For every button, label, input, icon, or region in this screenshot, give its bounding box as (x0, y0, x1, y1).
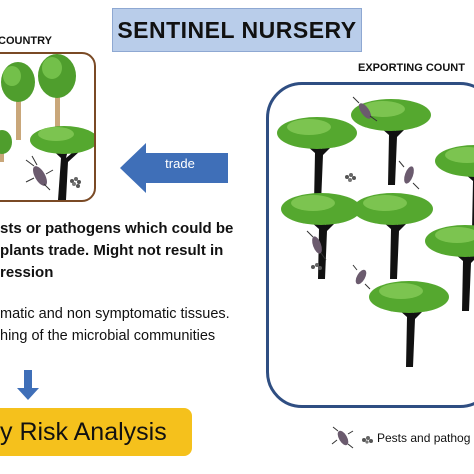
tree-icon (0, 130, 12, 162)
method-text-line-1: matic and non symptomatic tissues. (0, 306, 230, 322)
pathogen-spores-icon (70, 177, 81, 188)
trade-label: trade (165, 156, 195, 171)
tree-icon (281, 193, 361, 279)
importing-country-panel (0, 52, 96, 202)
risk-text-line-3: ression (0, 264, 54, 281)
insect-icon (352, 264, 371, 290)
pathogen-spores-icon (311, 263, 322, 270)
method-text-line-2: hing of the microbial communities (0, 328, 216, 344)
risk-analysis-label: y Risk Analysis (0, 417, 167, 446)
pathogen-spores-icon (345, 173, 356, 182)
tree-icon (369, 281, 449, 367)
tree-icon (353, 193, 433, 279)
tree-icon (38, 54, 76, 138)
insect-icon (352, 96, 378, 122)
trade-arrow (120, 143, 228, 193)
tree-icon (30, 126, 94, 200)
risk-analysis-box: y Risk Analysis (0, 408, 192, 456)
legend-label: Pests and pathog (377, 431, 471, 445)
risk-text-line-2: plants trade. Might not result in (0, 242, 224, 259)
down-arrow (17, 370, 39, 400)
insect-icon (331, 426, 354, 449)
importing-country-label: COUNTRY (0, 35, 52, 47)
insect-icon (25, 155, 54, 191)
pathogen-spores-icon (362, 436, 373, 444)
tree-icon (1, 62, 35, 140)
title-box: SENTINEL NURSERY (112, 8, 362, 52)
exporting-country-label: EXPORTING COUNT (358, 62, 465, 74)
tree-icon (277, 117, 357, 203)
diagram-title: SENTINEL NURSERY (117, 16, 357, 43)
tree-icon (435, 145, 474, 231)
risk-text-line-1: sts or pathogens which could be (0, 220, 234, 237)
insect-icon (306, 230, 327, 261)
exporting-country-panel (266, 82, 474, 408)
insect-icon (398, 160, 420, 190)
